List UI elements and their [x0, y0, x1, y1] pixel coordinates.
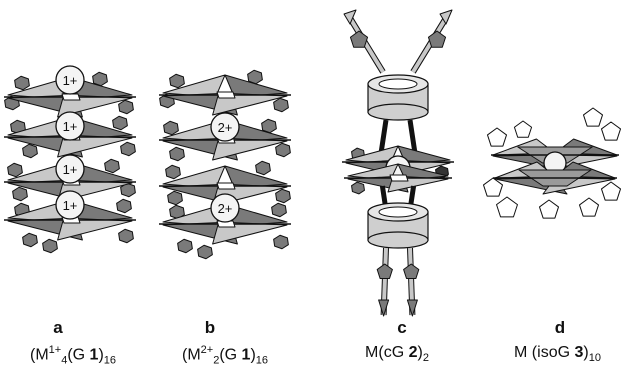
cation-charge-label: 1+	[63, 73, 78, 88]
hexagon-ring	[274, 235, 289, 248]
lower-calixarene	[368, 203, 428, 248]
cation-charge-label: 1+	[63, 198, 78, 213]
panel-a-letter: a	[48, 318, 68, 338]
hexagon-ring	[105, 159, 120, 172]
hexagon-ring	[198, 245, 213, 258]
cylinder-bottom	[368, 104, 428, 120]
pentagon-ring	[514, 121, 531, 137]
upper-arm	[413, 10, 452, 72]
arm-tip	[379, 300, 389, 316]
panel-d-pentamer-stack	[483, 108, 620, 218]
panel-a-quartet-stack: 1+ 1+ 1+ 1+	[4, 66, 136, 253]
cation-charge-label: 2+	[218, 120, 233, 135]
upper-calixarene	[368, 75, 428, 120]
hexagon-ring	[117, 199, 132, 212]
hexagon-ring	[13, 187, 28, 200]
pentagon-ring	[350, 31, 367, 47]
pentagon-ring	[601, 182, 620, 200]
linker	[381, 120, 386, 152]
hexagon-ring	[170, 147, 185, 160]
hexagon-ring	[15, 76, 30, 89]
cylinder-cavity	[379, 79, 417, 89]
central-hole	[217, 183, 235, 189]
arm-tip	[407, 300, 417, 316]
hexagon-ring	[23, 233, 38, 246]
hexagon-ring	[274, 98, 289, 111]
hexagon-ring	[119, 100, 134, 113]
pentagon-ring	[579, 198, 598, 216]
central-hole	[390, 175, 408, 181]
panel-a-formula: (M1+4(G 1)16	[8, 344, 138, 367]
hexagon-ring	[352, 182, 365, 194]
cylinder-bottom	[368, 232, 428, 248]
linker	[410, 120, 415, 152]
pentagon-ring	[487, 128, 506, 146]
panel-b-letter: b	[200, 318, 220, 338]
hexagon-ring	[256, 161, 271, 174]
pentagon-ring	[583, 108, 602, 126]
hexagon-ring	[178, 239, 193, 252]
pentagon-ring	[377, 264, 392, 278]
hexagon-ring	[272, 203, 287, 216]
cylinder-cavity	[379, 207, 417, 217]
panel-b-formula: (M2+2(G 1)16	[160, 344, 290, 367]
panel-c-letter: c	[392, 318, 412, 338]
cation-charge-label: 2+	[218, 201, 233, 216]
upper-arm	[344, 10, 383, 72]
pentagon-ring	[404, 264, 419, 278]
panel-c-capsule	[342, 10, 454, 316]
pentagon-ring	[601, 122, 620, 140]
hexagon-ring	[262, 119, 277, 132]
pentagon-ring	[497, 197, 518, 217]
central-hole	[62, 94, 80, 100]
hexagon-ring	[276, 143, 291, 156]
hexagon-ring	[43, 239, 58, 252]
hexagon-ring	[8, 163, 23, 176]
hexagon-ring	[166, 165, 181, 178]
pentagon-ring	[539, 200, 558, 218]
cation-charge-label: 1+	[63, 119, 78, 134]
hexagon-ring	[168, 191, 183, 204]
panel-d-letter: d	[550, 318, 570, 338]
hexagon-ring	[170, 74, 185, 87]
hexagon-ring	[113, 116, 128, 129]
quartet-layer	[159, 70, 291, 115]
cation-charge-label: 1+	[63, 162, 78, 177]
hexagon-ring	[276, 189, 291, 202]
hexagon-ring	[119, 229, 134, 242]
pentagon-ring	[483, 178, 502, 196]
central-hole	[217, 92, 235, 98]
panel-b-quartet-stack: 2+ 2+	[159, 70, 291, 258]
panel-d-formula: M (isoG 3)10	[495, 344, 620, 364]
pentagon-ring	[428, 31, 445, 47]
lower-arm	[404, 248, 419, 316]
hexagon-ring	[121, 142, 136, 155]
hexagon-ring	[164, 121, 179, 134]
panel-c-formula: M(cG 2)2	[342, 344, 452, 364]
lower-arm	[377, 248, 392, 316]
hexagon-ring	[23, 144, 38, 157]
